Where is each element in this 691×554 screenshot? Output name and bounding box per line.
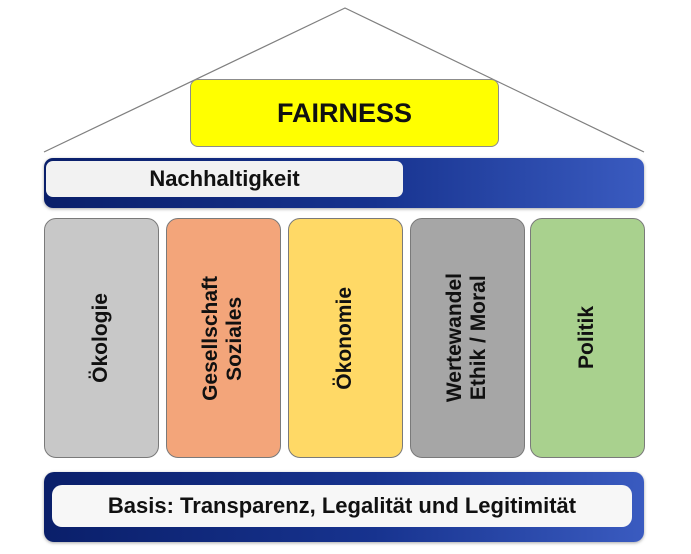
- roof-title: FAIRNESS: [190, 79, 499, 147]
- pillar-label: Ökonomie: [333, 286, 357, 390]
- pillar-oekologie: Ökologie: [44, 218, 159, 458]
- pillar-wertewandel: Wertewandel Ethik / Moral: [410, 218, 525, 458]
- pillar-label: Politik: [575, 306, 599, 370]
- beam-label: Nachhaltigkeit: [46, 161, 403, 197]
- pillar-label: Wertewandel Ethik / Moral: [443, 273, 491, 403]
- foundation-base: Basis: Transparenz, Legalität und Legiti…: [44, 472, 644, 542]
- sustainability-beam: Nachhaltigkeit: [44, 158, 644, 208]
- pillar-oekonomie: Ökonomie: [288, 218, 403, 458]
- pillar-gesellschaft: Gesellschaft Soziales: [166, 218, 281, 458]
- pillar-label: Gesellschaft Soziales: [199, 275, 247, 401]
- pillar-politik: Politik: [530, 218, 645, 458]
- pillar-label: Ökologie: [89, 293, 113, 383]
- foundation-label: Basis: Transparenz, Legalität und Legiti…: [52, 485, 632, 527]
